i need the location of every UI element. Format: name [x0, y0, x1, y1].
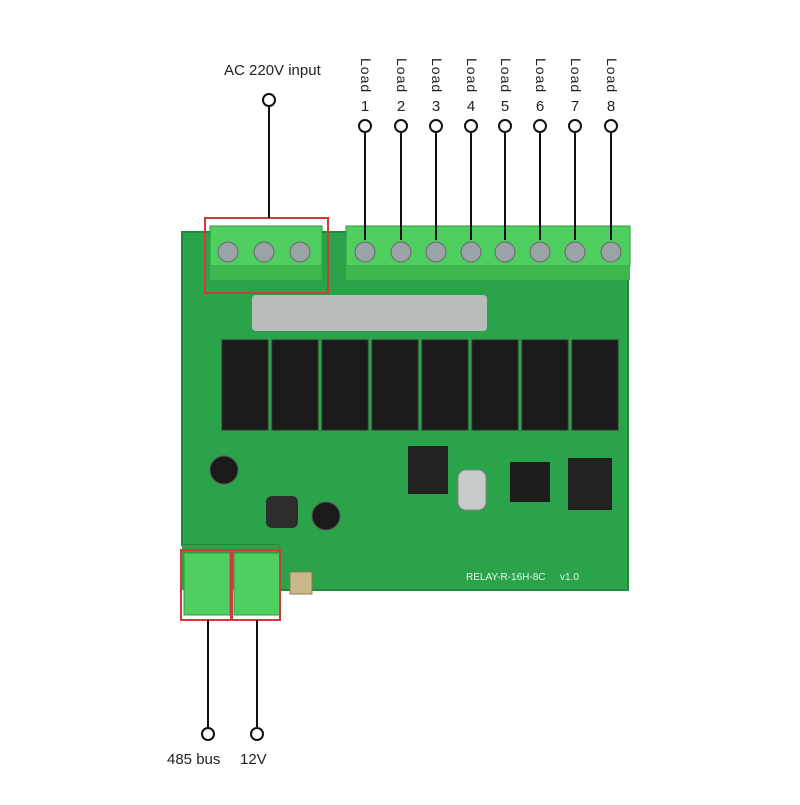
- ic-chip-1: [408, 446, 448, 494]
- load-8-word: Load: [604, 58, 620, 94]
- mcu-chip: [510, 462, 550, 502]
- load-1-leader-endpoint: [358, 119, 372, 133]
- inductor: [266, 496, 298, 528]
- ac-terminal-block: [209, 225, 323, 280]
- load-7-number: 7: [570, 98, 580, 115]
- load-screw-6: [529, 241, 551, 263]
- ac-highlight-box: [204, 217, 329, 294]
- ac-leader-endpoint: [262, 93, 276, 107]
- capacitor-2: [311, 501, 341, 531]
- load-4-word: Load: [464, 58, 480, 94]
- load-3-word: Load: [429, 58, 445, 94]
- ac-input-label: AC 220V input: [224, 62, 321, 79]
- load-6-leader-endpoint: [533, 119, 547, 133]
- load-screw-8: [600, 241, 622, 263]
- relay-5: [421, 339, 469, 431]
- reset-button: [289, 571, 313, 595]
- load-6-number: 6: [535, 98, 545, 115]
- load-8-number: 8: [606, 98, 616, 115]
- load-2-leader-endpoint: [394, 119, 408, 133]
- relay-6: [471, 339, 519, 431]
- load-screws: [354, 241, 622, 263]
- bus-485-label: 485 bus: [167, 751, 221, 768]
- relay-1: [221, 339, 269, 431]
- relay-7: [521, 339, 569, 431]
- load-2-word: Load: [394, 58, 410, 94]
- bus-terminal: [183, 552, 231, 616]
- load-terminal-block: [345, 225, 631, 280]
- power-terminal: [233, 552, 281, 616]
- load-4-number: 4: [466, 98, 476, 115]
- load-6-word: Load: [533, 58, 549, 94]
- load-4-leader-endpoint: [464, 119, 478, 133]
- load-2-number: 2: [396, 98, 406, 115]
- load-5-word: Load: [498, 58, 514, 94]
- relay-8: [571, 339, 619, 431]
- bus-leader-endpoint: [201, 727, 215, 741]
- load-8-leader-endpoint: [604, 119, 618, 133]
- power-leader-endpoint: [250, 727, 264, 741]
- load-1-word: Load: [358, 58, 374, 94]
- load-screw-5: [494, 241, 516, 263]
- load-5-leader-endpoint: [498, 119, 512, 133]
- load-7-word: Load: [568, 58, 584, 94]
- board-version: v1.0: [560, 572, 579, 583]
- load-5-number: 5: [500, 98, 510, 115]
- load-screw-3: [425, 241, 447, 263]
- power-12v-label: 12V: [240, 751, 267, 768]
- relay-4: [371, 339, 419, 431]
- load-screw-4: [460, 241, 482, 263]
- crystal: [457, 469, 487, 511]
- load-7-leader-endpoint: [568, 119, 582, 133]
- leader-lines: [201, 93, 618, 741]
- load-screw-2: [390, 241, 412, 263]
- board-silkscreen: RELAY-R-16H-8C: [466, 572, 545, 583]
- power-trace: [252, 295, 487, 331]
- load-screw-1: [354, 241, 376, 263]
- load-3-leader-endpoint: [429, 119, 443, 133]
- relay-2: [271, 339, 319, 431]
- relay-row: [221, 339, 619, 431]
- load-screw-7: [564, 241, 586, 263]
- relay-3: [321, 339, 369, 431]
- ic-chip-2: [568, 458, 612, 510]
- load-3-number: 3: [431, 98, 441, 115]
- capacitor-1: [209, 455, 239, 485]
- load-1-number: 1: [360, 98, 370, 115]
